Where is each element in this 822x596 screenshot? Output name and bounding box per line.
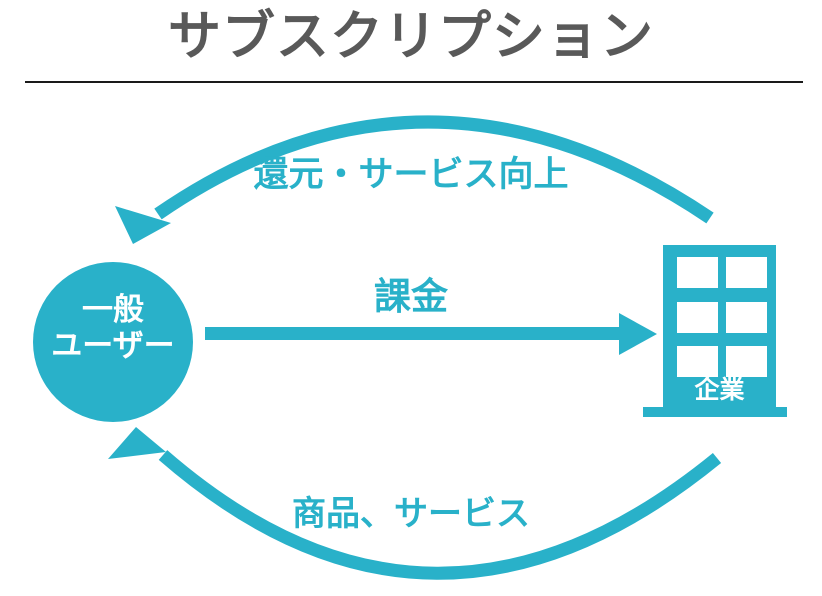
company-node-label: 企業 (694, 376, 745, 404)
building-window (726, 257, 767, 288)
building-window (677, 257, 718, 288)
bottom-arc-arrow (158, 450, 722, 580)
bottom-arc-arrowhead-icon (108, 427, 166, 459)
top-arc-arrowhead-icon (115, 206, 171, 244)
payment-label: 課金 (374, 276, 448, 317)
building-window (677, 346, 718, 377)
building-base (643, 407, 787, 417)
company-building-icon (643, 245, 787, 417)
payment-arrow-shaft (205, 327, 621, 340)
building-window (726, 302, 767, 333)
user-node-label: 一般 ユーザー (13, 292, 213, 364)
payment-arrowhead-icon (619, 313, 657, 355)
top-arc-arrow (154, 115, 714, 224)
top-flow-label: 還元・サービス向上 (253, 155, 569, 194)
user-circle-icon (33, 262, 193, 422)
user-label-line2: ユーザー (51, 328, 175, 363)
bottom-flow-label: 商品、サービス (292, 495, 530, 533)
page-title: サブスクリプション (168, 7, 654, 66)
building-window (677, 302, 718, 333)
user-label-line1: 一般 (82, 292, 144, 327)
building-window (726, 346, 767, 377)
title-underline (25, 81, 803, 83)
